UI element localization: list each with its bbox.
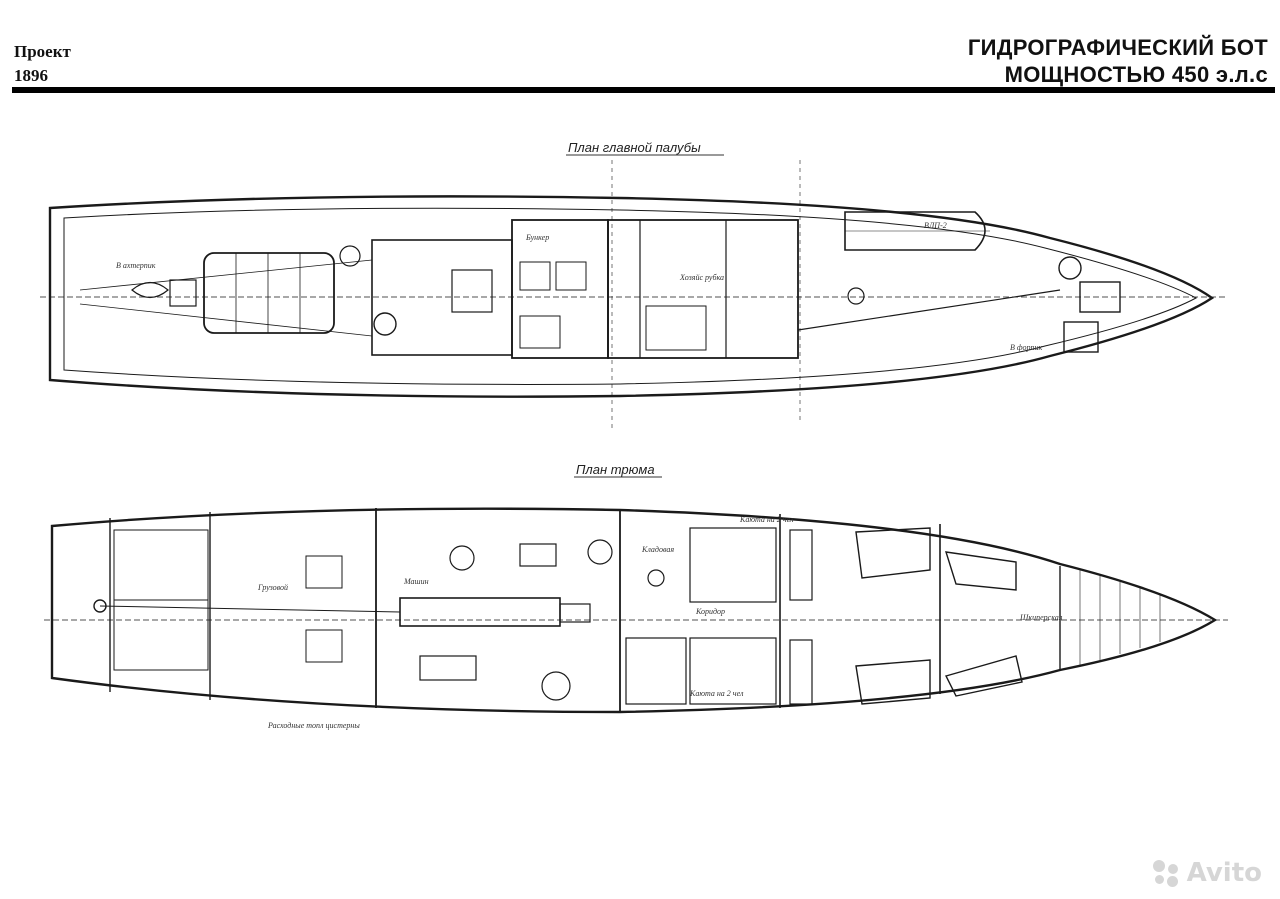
deck-label-boat: ВЛП-2 <box>924 221 947 230</box>
deck-room-c <box>519 315 561 349</box>
hold-label-cargo: Грузовой <box>257 583 288 592</box>
hold-pump-2 <box>587 539 613 565</box>
deck-windlass <box>1079 281 1121 313</box>
hold-label-fuel: Расходные топл цистерны <box>267 721 360 730</box>
deck-bitt <box>847 287 865 305</box>
title-line-1: ГИДРОГРАФИЧЕСКИЙ БОТ <box>967 35 1268 60</box>
hold-label-cabin-b: Каюта на 2 чел <box>689 689 744 698</box>
hold-cabin-1 <box>689 527 777 603</box>
hold-labels: Грузовой Машин Каюта на 2 чел Каюта на 2… <box>257 515 1063 730</box>
hold-bunk-5 <box>945 551 1017 591</box>
deck-hull-outline <box>48 195 1215 398</box>
deck-capstan <box>1058 256 1082 280</box>
deck-plan-caption: План главной палубы <box>568 140 701 155</box>
deck-lifeboat <box>844 211 986 251</box>
deck-label-wheelhouse: Хозяйс рубка <box>679 273 724 282</box>
hold-hull-outline <box>50 507 1218 714</box>
deck-label-afterpeak: В ахтерпик <box>116 261 156 270</box>
deck-vent-circle <box>339 245 361 267</box>
project-label: Проект 1896 <box>14 40 71 88</box>
hold-boiler <box>541 671 571 701</box>
ship-blueprint: План главной палубы <box>40 140 1228 730</box>
deck-cargo-hatch <box>203 252 335 334</box>
hold-label-corridor: Коридор <box>695 607 725 616</box>
hold-bunk-6 <box>944 655 1023 697</box>
title-line-2: МОЩНОСТЬЮ 450 э.л.с <box>1004 62 1268 87</box>
project-number: 1896 <box>14 66 48 85</box>
deck-label-bunker: Бункер <box>525 233 549 242</box>
hold-label-forward-store: Шкиперская <box>1019 613 1063 622</box>
deck-superstructure-aft <box>371 239 513 356</box>
hold-pump-1 <box>449 545 475 571</box>
drawing-title: ГИДРОГРАФИЧЕСКИЙ БОТ МОЩНОСТЬЮ 450 э.л.с <box>968 34 1268 88</box>
deck-rigging-3 <box>797 289 1061 331</box>
hold-main-engine <box>399 597 561 627</box>
deck-rigging-1 <box>79 259 373 291</box>
deck-superstructure-fwd <box>607 219 799 359</box>
hold-plan-caption: План трюма <box>576 462 655 477</box>
deck-fwd-hatch <box>1063 321 1099 353</box>
hold-shaft-line <box>99 605 401 613</box>
deck-room-a <box>519 261 551 291</box>
hold-cabin-2 <box>689 637 777 705</box>
avito-watermark-text: Avito <box>1186 858 1262 888</box>
deck-aft-box <box>169 279 197 307</box>
deck-room-b <box>555 261 587 291</box>
project-word: Проект <box>14 42 71 61</box>
hold-label-engine: Машин <box>403 577 429 586</box>
deck-room-d <box>645 305 707 351</box>
hold-bunk-4 <box>855 659 931 705</box>
hold-label-store: Кладовая <box>641 545 674 554</box>
hold-compressor <box>419 655 477 681</box>
hold-stair <box>647 569 665 587</box>
deck-bulwark-line <box>63 207 1198 385</box>
deck-rigging-2 <box>79 303 373 337</box>
header-rule <box>12 87 1275 93</box>
hold-generator <box>519 543 557 567</box>
hold-bunk-2 <box>789 639 813 705</box>
hold-cargo-box-2 <box>305 629 343 663</box>
deck-label-forepeak: В форпик <box>1010 343 1042 352</box>
hold-plan <box>44 507 1228 714</box>
hold-cargo-box-1 <box>305 555 343 589</box>
hold-bunk-3 <box>855 527 931 579</box>
deck-winch-circle <box>373 312 397 336</box>
hold-gearbox <box>559 603 591 623</box>
deck-labels: Бункер Хозяйс рубка ВЛП-2 В ахтерпик В ф… <box>116 221 1042 352</box>
deck-plan <box>40 160 1225 430</box>
hold-bunk-1 <box>789 529 813 601</box>
deck-aft-fitting <box>131 281 169 299</box>
hold-label-cabin-a: Каюта на 2 чел <box>739 515 794 524</box>
avito-logo-icon <box>1151 858 1181 888</box>
hold-cabin-3 <box>625 637 687 705</box>
deck-engine-casing <box>451 269 493 313</box>
avito-watermark: Avito <box>1151 858 1262 888</box>
